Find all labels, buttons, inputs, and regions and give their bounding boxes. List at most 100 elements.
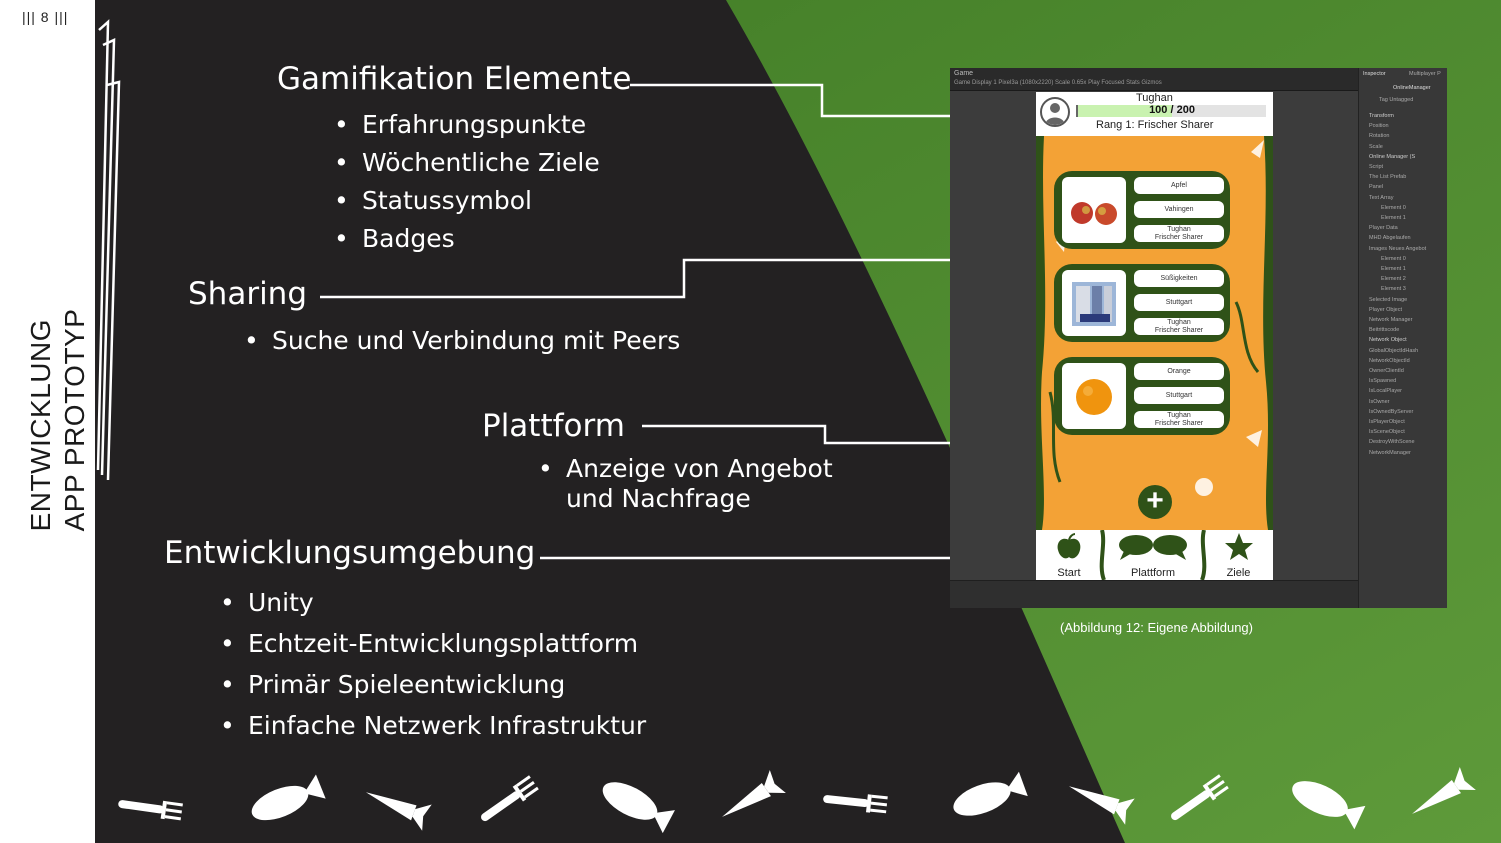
editor-tab: Game bbox=[954, 70, 974, 77]
player-name: Tughan bbox=[1136, 92, 1173, 104]
fish-icon bbox=[251, 774, 326, 821]
inspector-item[interactable]: Rotation bbox=[1369, 133, 1390, 140]
inspector-item[interactable]: Element 1 bbox=[1381, 266, 1406, 272]
inspector-item[interactable]: Element 0 bbox=[1381, 204, 1406, 211]
list-item: Statussymbol bbox=[334, 182, 600, 220]
carrot-icon bbox=[722, 770, 786, 817]
inspector-item[interactable]: Network Object bbox=[1369, 337, 1407, 344]
console-bar bbox=[950, 580, 1358, 608]
inspector-item[interactable]: Panel bbox=[1369, 184, 1384, 191]
inspector-item[interactable]: Element 1 bbox=[1381, 215, 1406, 221]
unity-screenshot: Game Game Display 1 Pixel3a (1080x2220) … bbox=[950, 68, 1447, 608]
inspector-item[interactable]: MHD Abgelaufen bbox=[1369, 235, 1411, 242]
list-item: Suche und Verbindung mit Peers bbox=[244, 324, 680, 358]
add-offer-button[interactable]: + bbox=[1138, 485, 1172, 519]
apple-icon bbox=[1057, 533, 1081, 559]
inspector-item[interactable]: Element 3 bbox=[1381, 286, 1406, 293]
inspector-tab2: Multiplayer P bbox=[1409, 71, 1441, 77]
chat-bubbles-icon bbox=[1119, 535, 1187, 560]
side-title-line1: ENTWICKLUNG bbox=[25, 319, 56, 532]
list-item: Einfache Netzwerk Infrastruktur bbox=[220, 705, 646, 746]
list-item: Primär Spieleentwicklung bbox=[220, 664, 646, 705]
fish-icon bbox=[1292, 781, 1366, 830]
inspector-tag: Tag Untagged bbox=[1379, 97, 1414, 103]
inspector-item[interactable]: Network Manager bbox=[1369, 317, 1413, 323]
inspector-item[interactable]: OwnerClientId bbox=[1369, 368, 1404, 374]
inspector-item[interactable]: IsPlayerObject bbox=[1369, 419, 1405, 425]
fish-icon bbox=[602, 782, 675, 834]
fork-icon bbox=[1171, 774, 1229, 821]
carrot-icon bbox=[1068, 786, 1135, 825]
offer-item: Apfel bbox=[1134, 177, 1224, 194]
inspector-item[interactable]: GlobalObjectIdHash bbox=[1369, 347, 1419, 354]
nav-plattform[interactable]: Plattform bbox=[1102, 530, 1204, 580]
inspector-item[interactable]: Beitrittscode bbox=[1369, 327, 1400, 334]
inspector-item[interactable]: Player Data bbox=[1369, 225, 1398, 232]
inspector-item[interactable]: Position bbox=[1369, 123, 1389, 130]
inspector-item[interactable]: Player Object bbox=[1369, 306, 1403, 313]
star-icon bbox=[1225, 533, 1253, 560]
bottom-nav: Start Plattform Ziele bbox=[1036, 530, 1273, 580]
list-item: Erfahrungspunkte bbox=[334, 106, 600, 144]
xp-bar-fill bbox=[1078, 105, 1172, 117]
sharing-title: Sharing bbox=[188, 276, 308, 312]
list-item: Echtzeit-Entwicklungsplattform bbox=[220, 623, 646, 664]
offer-item: Orange bbox=[1134, 363, 1224, 380]
inspector-tab: Inspector bbox=[1363, 71, 1386, 77]
nav-ziele-label: Ziele bbox=[1226, 567, 1251, 579]
carrot-icon bbox=[1412, 767, 1476, 814]
player-rank: Rang 1: Frischer Sharer bbox=[1096, 119, 1214, 131]
inspector-item[interactable]: IsSpawned bbox=[1369, 378, 1397, 385]
nav-plattform-label: Plattform bbox=[1130, 567, 1175, 579]
nav-dividers bbox=[1099, 530, 1207, 580]
inspector-item[interactable]: IsLocalPlayer bbox=[1369, 388, 1403, 395]
inspector-object: OnlineManager bbox=[1393, 85, 1431, 91]
nav-start[interactable]: Start bbox=[1036, 530, 1102, 580]
umgebung-list: Unity Echtzeit-Entwicklungsplattform Pri… bbox=[220, 582, 646, 746]
editor-toolbar: Game Game Display 1 Pixel3a (1080x2220) … bbox=[950, 68, 1358, 91]
inspector-item[interactable]: DestroyWithScene bbox=[1369, 439, 1415, 446]
xp-text: 100 / 200 bbox=[1149, 104, 1195, 116]
side-title-line2: APP PROTOTYP bbox=[59, 308, 90, 532]
figure-caption: (Abbildung 12: Eigene Abbildung) bbox=[1060, 620, 1253, 635]
game-view: Tughan 100 / 200 Rang 1: Frischer Sharer… bbox=[1036, 92, 1273, 580]
fork-icon bbox=[481, 775, 539, 822]
gamification-list: Erfahrungspunkte Wöchentliche Ziele Stat… bbox=[334, 106, 600, 258]
inspector-item[interactable]: NetworkObjectId bbox=[1369, 357, 1410, 364]
inspector-item[interactable]: Element 2 bbox=[1381, 276, 1406, 283]
nav-start-label: Start bbox=[1057, 567, 1081, 579]
page-number: ||| 8 ||| bbox=[22, 9, 69, 25]
editor-bar: Game Display 1 Pixel3a (1080x2220) Scale… bbox=[954, 80, 1162, 86]
inspector-item[interactable]: NetworkManager bbox=[1369, 449, 1411, 456]
inspector-item[interactable]: Images Neues Angebot bbox=[1369, 245, 1427, 252]
carrot-icon bbox=[365, 792, 432, 831]
inspector-item[interactable]: Scale bbox=[1369, 143, 1383, 150]
umgebung-title: Entwicklungsumgebung bbox=[164, 535, 536, 571]
list-item: Unity bbox=[220, 582, 646, 623]
inspector-item[interactable]: Online Manager (S bbox=[1369, 153, 1416, 160]
offer-city: Stuttgart bbox=[1134, 387, 1224, 404]
nav-ziele[interactable]: Ziele bbox=[1204, 530, 1273, 580]
sweets-image bbox=[1062, 270, 1126, 336]
inspector-item[interactable]: IsOwner bbox=[1369, 398, 1390, 405]
inspector-item[interactable]: Script bbox=[1369, 164, 1384, 170]
inspector-item[interactable]: IsOwnedByServer bbox=[1369, 408, 1414, 415]
inspector-item[interactable]: Transform bbox=[1369, 113, 1394, 119]
plattform-title: Plattform bbox=[482, 408, 625, 444]
inspector-item[interactable]: Text Array bbox=[1369, 194, 1394, 201]
inspector-item[interactable]: Element 0 bbox=[1381, 255, 1406, 262]
offer-city: Vahingen bbox=[1134, 201, 1224, 218]
inspector-item[interactable]: The List Prefab bbox=[1369, 174, 1407, 181]
sharing-list: Suche und Verbindung mit Peers bbox=[244, 324, 680, 358]
avatar bbox=[1040, 97, 1070, 127]
offer-city: Stuttgart bbox=[1134, 294, 1224, 311]
list-item: Badges bbox=[334, 220, 600, 258]
inspector-item[interactable]: Selected Image bbox=[1369, 296, 1408, 303]
inspector-item[interactable]: IsSceneObject bbox=[1369, 429, 1405, 436]
